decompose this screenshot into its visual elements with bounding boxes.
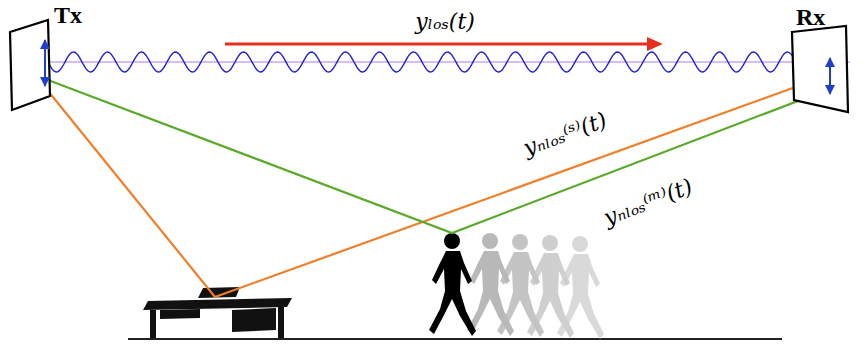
person — [429, 233, 476, 336]
desk-leg — [150, 310, 156, 338]
signal-label: yₗₒₛ(t) — [412, 9, 478, 34]
desk-drawer — [232, 308, 276, 332]
polarization-arrow — [829, 58, 831, 94]
polarization-arrow — [44, 40, 46, 86]
desk — [143, 287, 292, 338]
desk-panel — [160, 309, 200, 319]
los-arrow — [225, 37, 663, 51]
reflection-path — [48, 80, 832, 233]
panel-frame — [10, 20, 50, 110]
panel-frame — [792, 26, 848, 112]
arrow-head — [647, 37, 663, 51]
signal-label: yₙₗₒₛ⁽ˢ⁾(t) — [517, 106, 613, 162]
antenna-panel: Rx — [780, 2, 860, 116]
desk-leg — [278, 307, 284, 338]
axis-line — [30, 62, 850, 63]
ground-line — [128, 338, 782, 340]
arrow-shaft — [225, 43, 650, 46]
antenna-label: Tx — [54, 2, 82, 28]
desk-top — [143, 298, 292, 310]
reflection-path — [44, 76, 826, 297]
signal-label: yₙₗₒₛ⁽ᵐ⁾(t) — [597, 172, 698, 231]
people — [429, 233, 604, 339]
los-wave — [48, 52, 830, 72]
antenna-panel: Tx — [4, 2, 104, 114]
person-ghost — [467, 233, 514, 336]
antenna-label: Rx — [796, 4, 825, 30]
